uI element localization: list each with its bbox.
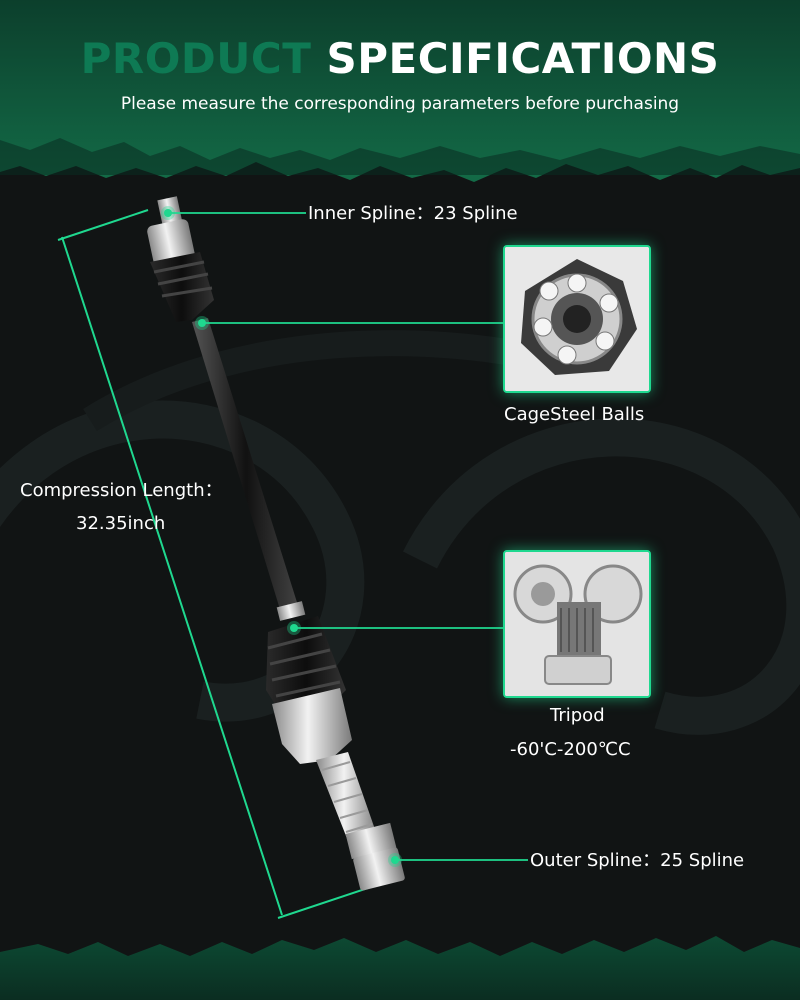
tripod-label: Tripod <box>550 705 605 726</box>
compression-length-value: 32.35inch <box>76 513 166 534</box>
outer-spline-label: Outer Spline：25 Spline <box>530 850 745 871</box>
tripod-image <box>503 550 651 698</box>
title-part-product: PRODUCT <box>80 34 312 83</box>
page-subtitle: Please measure the corresponding paramet… <box>120 94 680 114</box>
title-part-specifications: SPECIFICATIONS <box>326 34 720 83</box>
cage-steel-balls-image <box>503 245 651 393</box>
axle-shaft-image <box>147 196 405 891</box>
cage-steel-balls-label: CageSteel Balls <box>504 404 645 425</box>
page-title: PRODUCT SPECIFICATIONS <box>0 34 800 84</box>
compression-length-label: Compression Length： <box>20 480 223 501</box>
inner-spline-label: Inner Spline：23 Spline <box>308 203 518 224</box>
compression-length-line <box>61 236 283 916</box>
tripod-temperature: -60'C-200℃C <box>510 739 631 760</box>
